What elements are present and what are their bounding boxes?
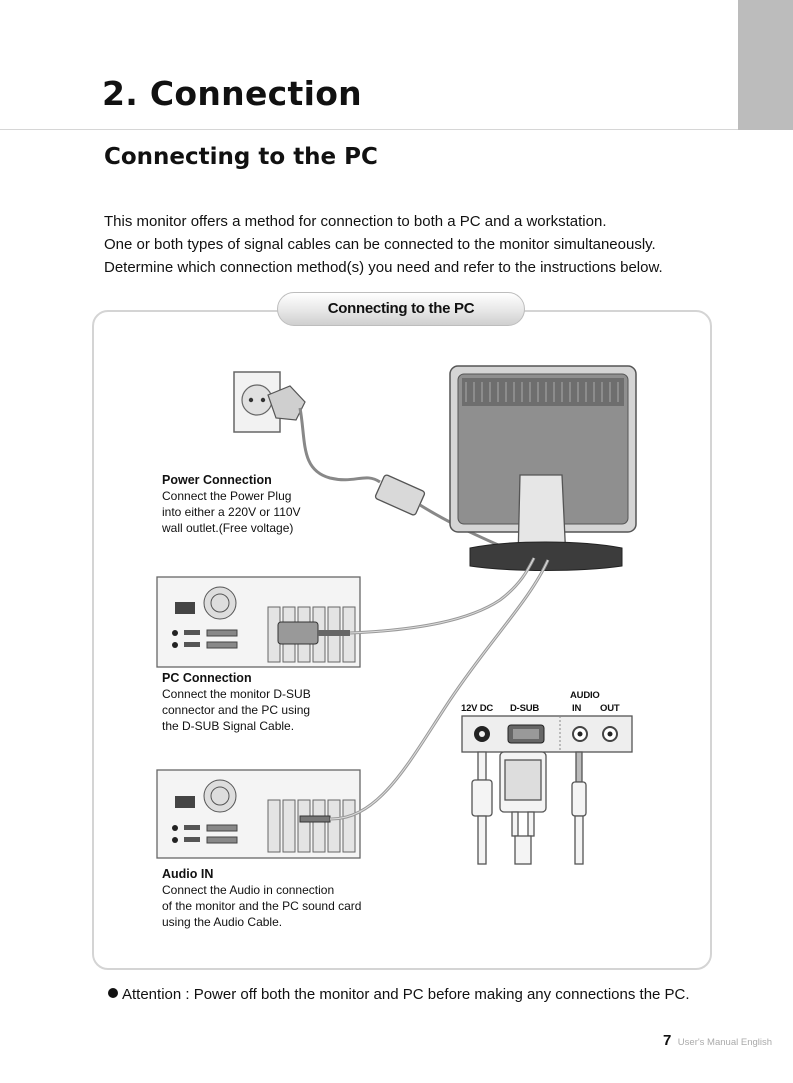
title-divider <box>0 129 738 130</box>
port-label-12v-dc: 12V DC <box>461 703 494 714</box>
port-label-in: IN <box>572 703 582 714</box>
manual-label: User's Manual English <box>677 1037 773 1048</box>
port-label-dsub: D-SUB <box>510 703 540 714</box>
audio-heading: Audio IN <box>162 867 214 881</box>
intro-text: This monitor offers a method for connect… <box>104 210 663 279</box>
monitor-back-icon <box>449 365 637 571</box>
power-line: Connect the Power Plug <box>162 489 292 503</box>
panel-title: Connecting to the PC <box>277 292 525 326</box>
audio-line: of the monitor and the PC sound card <box>162 899 362 913</box>
audio-line: Connect the Audio in connection <box>162 883 335 897</box>
page-footer: 7 User's Manual English <box>663 1032 772 1050</box>
page-number: 7 <box>663 1032 672 1049</box>
intro-line: One or both types of signal cables can b… <box>104 236 656 253</box>
section-tab <box>738 0 793 130</box>
power-line: wall outlet.(Free voltage) <box>162 521 294 535</box>
attention-note: Attention : Power off both the monitor a… <box>108 986 690 1003</box>
port-panel <box>461 715 633 753</box>
power-line: into either a 220V or 110V <box>162 505 301 519</box>
pc-line: connector and the PC using <box>162 703 311 717</box>
attention-text: Attention : Power off both the monitor a… <box>122 986 690 1003</box>
pc-heading: PC Connection <box>162 671 252 685</box>
pc-rear-icon <box>156 576 361 668</box>
bullet-icon <box>108 988 118 998</box>
power-connection-block: Power Connection Connect the Power Plug … <box>162 472 301 536</box>
port-label-audio: AUDIO <box>570 690 600 701</box>
pc-connection-block: PC Connection Connect the monitor D-SUB … <box>162 670 311 734</box>
power-heading: Power Connection <box>162 473 272 487</box>
subsection-title: Connecting to the PC <box>104 144 378 170</box>
intro-line: This monitor offers a method for connect… <box>104 213 607 230</box>
port-label-out: OUT <box>600 703 620 714</box>
pc-line: the D-SUB Signal Cable. <box>162 719 295 733</box>
cable-plugs-icon <box>471 751 587 865</box>
pc-rear-audio-icon <box>156 769 361 859</box>
pc-line: Connect the monitor D-SUB <box>162 687 311 701</box>
power-plug-icon <box>267 385 381 484</box>
audio-in-block: Audio IN Connect the Audio in connection… <box>162 866 361 930</box>
audio-line: using the Audio Cable. <box>162 915 283 929</box>
intro-line: Determine which connection method(s) you… <box>104 259 663 276</box>
section-title: 2. Connection <box>102 74 362 113</box>
